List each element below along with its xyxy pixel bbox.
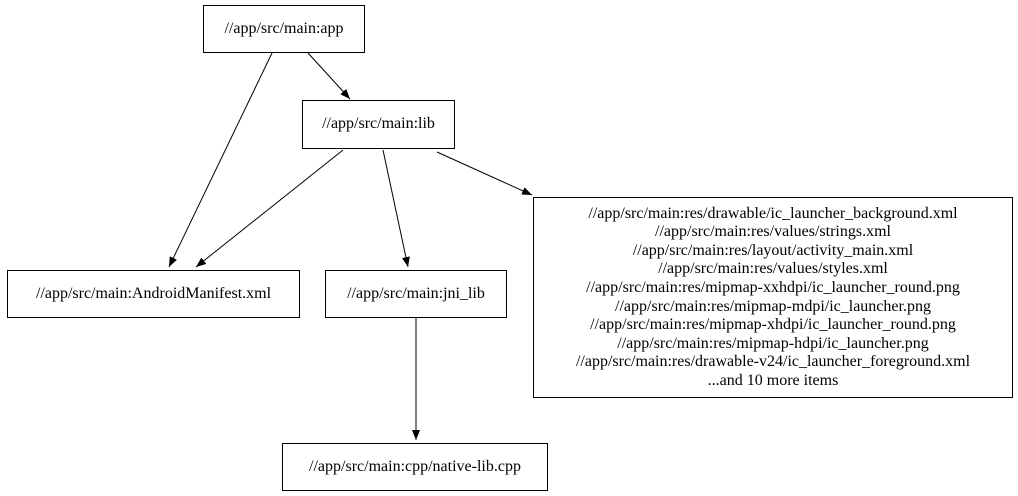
node-label-line: //app/src/main:res/mipmap-mdpi/ic_launch… bbox=[615, 297, 931, 315]
node-label-line: //app/src/main:res/mipmap-xxhdpi/ic_laun… bbox=[586, 278, 960, 296]
graph-node-lib: //app/src/main:lib bbox=[302, 100, 455, 149]
node-label-line: //app/src/main:res/mipmap-hdpi/ic_launch… bbox=[617, 334, 929, 352]
graph-node-jni-lib: //app/src/main:jni_lib bbox=[325, 270, 507, 318]
node-label-line: //app/src/main:res/values/strings.xml bbox=[655, 223, 891, 241]
node-label-line: //app/src/main:AndroidManifest.xml bbox=[35, 284, 272, 302]
graph-node-resources: //app/src/main:res/drawable/ic_launcher_… bbox=[533, 197, 1013, 398]
graph-node-app: //app/src/main:app bbox=[203, 5, 365, 53]
edge-app-to-lib bbox=[307, 52, 351, 100]
edge-lib-to-android-manifest bbox=[195, 149, 344, 268]
node-label-line: //app/src/main:res/mipmap-xhdpi/ic_launc… bbox=[590, 316, 956, 334]
graph-node-native-lib-cpp: //app/src/main:cpp/native-lib.cpp bbox=[282, 443, 548, 491]
node-label-line: ...and 10 more items bbox=[707, 371, 839, 389]
node-label-line: //app/src/main:app bbox=[224, 19, 344, 37]
graph-node-android-manifest: //app/src/main:AndroidManifest.xml bbox=[7, 270, 300, 318]
edge-lib-to-jni-lib bbox=[382, 149, 410, 268]
edge-app-to-android-manifest bbox=[168, 52, 273, 268]
node-label-line: //app/src/main:lib bbox=[322, 115, 435, 133]
node-label-line: //app/src/main:jni_lib bbox=[347, 284, 485, 302]
node-label-line: //app/src/main:cpp/native-lib.cpp bbox=[309, 457, 521, 475]
node-label-line: //app/src/main:res/values/styles.xml bbox=[658, 260, 888, 278]
node-label-line: //app/src/main:res/layout/activity_main.… bbox=[632, 241, 914, 259]
node-label-line: //app/src/main:res/drawable/ic_launcher_… bbox=[588, 204, 958, 222]
edge-lib-to-resources bbox=[436, 151, 533, 196]
node-label-line: //app/src/main:res/drawable-v24/ic_launc… bbox=[575, 353, 971, 371]
